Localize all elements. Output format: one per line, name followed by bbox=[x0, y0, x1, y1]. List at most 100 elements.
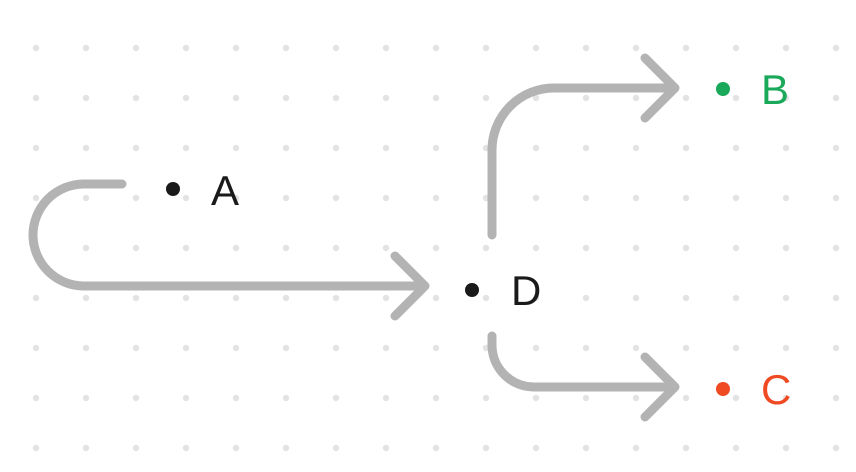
grid-dot bbox=[532, 144, 540, 152]
grid-dot bbox=[332, 144, 340, 152]
grid-dot bbox=[682, 444, 690, 452]
grid-dot bbox=[282, 94, 290, 102]
grid-dot bbox=[432, 244, 440, 252]
grid-dot bbox=[82, 444, 90, 452]
grid-dot bbox=[132, 394, 140, 402]
grid-dot bbox=[682, 394, 690, 402]
grid-dot bbox=[832, 294, 840, 302]
grid-dot bbox=[582, 94, 590, 102]
grid-dot bbox=[132, 294, 140, 302]
grid-dot bbox=[782, 194, 790, 202]
grid-dot bbox=[332, 244, 340, 252]
grid-dot bbox=[132, 144, 140, 152]
grid-dot bbox=[732, 294, 740, 302]
grid-dot bbox=[282, 294, 290, 302]
grid-dot bbox=[382, 344, 390, 352]
grid-dot bbox=[632, 144, 640, 152]
grid-dot bbox=[332, 44, 340, 52]
grid-dot bbox=[482, 394, 490, 402]
node-b-label: B bbox=[761, 66, 790, 113]
grid-dot bbox=[582, 194, 590, 202]
grid-dot bbox=[782, 394, 790, 402]
grid-dot bbox=[382, 194, 390, 202]
node-a-dot bbox=[166, 182, 180, 196]
grid-dot bbox=[782, 244, 790, 252]
grid-dot bbox=[732, 394, 740, 402]
grid-dot bbox=[132, 44, 140, 52]
node-b-dot bbox=[716, 82, 730, 96]
grid-dot bbox=[782, 294, 790, 302]
grid-dot bbox=[232, 194, 240, 202]
grid-dot bbox=[232, 344, 240, 352]
grid-dot bbox=[532, 194, 540, 202]
grid-dot bbox=[682, 294, 690, 302]
grid-dot bbox=[382, 94, 390, 102]
grid-dot bbox=[682, 244, 690, 252]
arrowhead-c bbox=[640, 352, 680, 422]
node-c-label: C bbox=[761, 366, 792, 413]
grid-dot bbox=[582, 44, 590, 52]
grid-dot bbox=[282, 344, 290, 352]
node-a-label: A bbox=[211, 167, 240, 214]
grid-dot bbox=[582, 244, 590, 252]
grid-dot bbox=[732, 44, 740, 52]
edge-d-to-b bbox=[487, 83, 678, 240]
grid-dot bbox=[132, 344, 140, 352]
grid-dot bbox=[532, 444, 540, 452]
grid-dot bbox=[32, 394, 40, 402]
grid-dot bbox=[682, 44, 690, 52]
grid-dot bbox=[532, 244, 540, 252]
grid-dot bbox=[532, 344, 540, 352]
grid-dot bbox=[682, 144, 690, 152]
grid-dot bbox=[182, 344, 190, 352]
grid-dot bbox=[332, 294, 340, 302]
grid-dot bbox=[132, 444, 140, 452]
grid-dot bbox=[832, 394, 840, 402]
grid-dot bbox=[832, 244, 840, 252]
grid-dot bbox=[32, 344, 40, 352]
grid-dot bbox=[32, 294, 40, 302]
grid-dot bbox=[432, 94, 440, 102]
grid-dot bbox=[782, 44, 790, 52]
grid-dot bbox=[82, 394, 90, 402]
grid-dot bbox=[682, 194, 690, 202]
grid-dot bbox=[782, 344, 790, 352]
grid-dot bbox=[232, 44, 240, 52]
grid-dot bbox=[282, 444, 290, 452]
grid-dot bbox=[282, 394, 290, 402]
grid-dot bbox=[382, 244, 390, 252]
grid-dot bbox=[432, 144, 440, 152]
grid-dot bbox=[482, 244, 490, 252]
grid-dot bbox=[32, 444, 40, 452]
grid-dot bbox=[332, 394, 340, 402]
grid-dot bbox=[82, 144, 90, 152]
node-c-dot bbox=[716, 382, 730, 396]
grid-dot bbox=[332, 94, 340, 102]
grid-dot bbox=[832, 144, 840, 152]
grid-dot bbox=[782, 144, 790, 152]
grid-dot bbox=[732, 144, 740, 152]
grid-dot bbox=[82, 294, 90, 302]
grid-dot bbox=[582, 144, 590, 152]
grid-dot bbox=[182, 444, 190, 452]
grid-dot bbox=[82, 44, 90, 52]
grid-dot bbox=[832, 444, 840, 452]
grid-dot bbox=[182, 144, 190, 152]
grid-dot bbox=[32, 144, 40, 152]
grid-dot bbox=[32, 194, 40, 202]
grid-dot bbox=[32, 94, 40, 102]
node-d-label: D bbox=[511, 267, 542, 314]
grid-dot bbox=[732, 344, 740, 352]
grid-dot bbox=[532, 394, 540, 402]
grid-dot bbox=[282, 244, 290, 252]
grid-dot bbox=[582, 344, 590, 352]
grid-dot bbox=[832, 194, 840, 202]
grid-dot bbox=[482, 94, 490, 102]
grid-dot bbox=[382, 44, 390, 52]
grid-dot bbox=[82, 94, 90, 102]
grid-dot bbox=[532, 44, 540, 52]
grid-dot bbox=[632, 94, 640, 102]
grid-dot bbox=[282, 144, 290, 152]
